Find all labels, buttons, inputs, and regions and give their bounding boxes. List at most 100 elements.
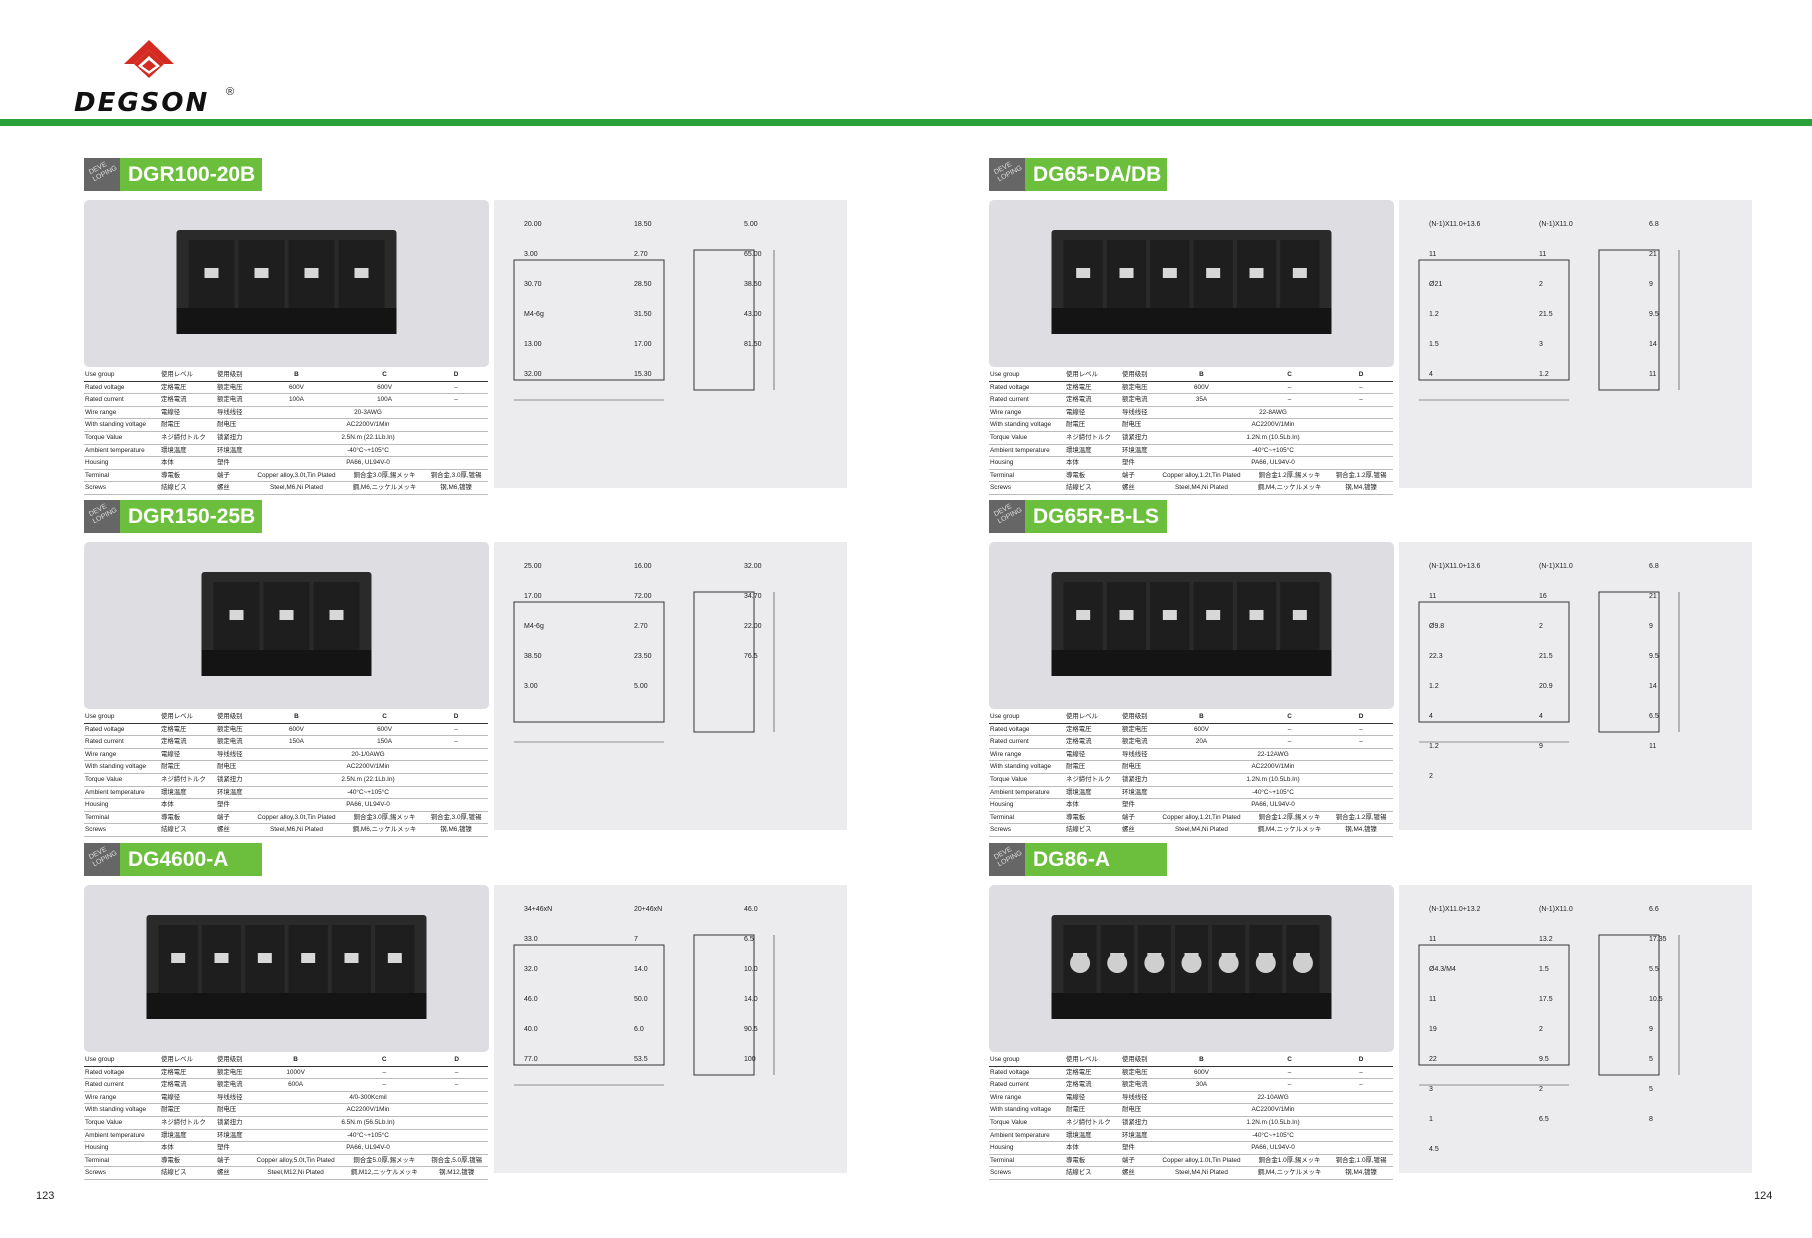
spec-value: -40°C~+105°C [248,444,488,458]
dimension-label: (N-1)X11.0+13.2 [1429,906,1481,913]
dimension-label: 6.5 [1539,1116,1549,1123]
registered-mark: ® [226,86,235,98]
spec-value: 600V [1153,723,1250,737]
dimension-label: 3 [1429,1086,1433,1093]
spec-label-en: Use group [989,711,1065,724]
spec-value: 鋼,M4,ニッケルメッキ [1249,481,1330,495]
spec-label-jp: 環境温度 [1065,444,1121,458]
spec-label-jp: 定格電圧 [160,1066,216,1080]
spec-label-en: With standing voltage [84,1103,160,1117]
dimension-label: 2 [1539,1026,1543,1033]
dimension-label: Ø4.3/M4 [1429,966,1456,973]
spec-value: 35A [1153,393,1250,407]
spec-label-cn: 环境温度 [216,786,248,800]
spec-value: 铜合金,1.0厚,镀锡 [1329,1154,1393,1168]
spec-value: 22-10AWG [1153,1091,1393,1105]
dimension-label: 11 [1429,593,1436,600]
dimension-label: 2 [1539,281,1543,288]
spec-value: Steel,M6,Ni Plated [248,823,345,837]
product-photo [989,542,1394,709]
spec-value: AC2200V/1Min [1153,1103,1393,1117]
spec-value: 20A [1153,735,1250,749]
spec-label-en: With standing voltage [84,760,160,774]
col-b: B [1153,711,1250,724]
product-photo [989,200,1394,367]
spec-label-jp: 定格電圧 [1065,1066,1121,1080]
dimension-label: 2 [1429,773,1433,780]
dimension-label: 5 [1649,1086,1653,1093]
dimension-label: 9.5 [1539,1056,1549,1063]
dimension-label: 8 [1649,1116,1653,1123]
spec-label-cn: 导线线径 [1121,748,1153,762]
spec-value: 150A [344,735,425,749]
spec-label-jp: 環境温度 [1065,1129,1121,1143]
spec-value: PA66, UL94V-0 [1153,456,1393,470]
spec-label-en: Housing [989,456,1065,470]
spec-label-jp: 耐電圧 [1065,760,1121,774]
dimension-label: 3 [1539,341,1543,348]
spec-value: – [424,393,488,407]
dimension-label: 17.00 [634,341,652,348]
spec-label-en: Ambient temperature [84,444,160,458]
dimension-label: Ø21 [1429,281,1442,288]
spec-value: Copper alloy,5.0t,Tin Plated [248,1154,344,1168]
dimension-label: 5 [1649,1056,1653,1063]
spec-label-jp: ネジ締付トルク [1065,431,1121,445]
spec-label-jp: 本体 [160,1141,216,1155]
dimension-label: 9 [1649,623,1653,630]
spec-value: 鋼,M6,ニッケルメッキ [344,481,425,495]
spec-label-cn: 额定电压 [1121,723,1153,737]
dimension-label: 1.2 [1429,683,1439,690]
developing-badge-text: DEVE LOPING [88,161,119,184]
spec-value: 钢,M4,镀镍 [1329,1166,1393,1180]
product-photo-image [201,572,372,676]
spec-label-en: Use group [84,711,160,724]
product-photo-image [1051,915,1332,1019]
dimension-label: 50.0 [634,996,648,1003]
spec-label-cn: 使用级别 [1121,711,1153,724]
spec-value: 钢,M4,镀镍 [1329,823,1393,837]
spec-value: -40°C~+105°C [248,1129,488,1143]
spec-label-jp: 使用レベル [160,1054,216,1067]
spec-value: 鋼,M4,ニッケルメッキ [1249,823,1330,837]
col-c: C [343,1054,426,1067]
col-d: D [1329,1054,1393,1067]
dimension-label: 21.5 [1539,653,1553,660]
spec-label-en: Rated voltage [989,723,1065,737]
dimension-label: 14.0 [744,996,758,1003]
spec-label-en: Torque Value [989,773,1065,787]
spec-label-cn: 耐电压 [216,418,248,432]
page-number-left: 123 [36,1190,55,1202]
spec-label-jp: 使用レベル [1065,711,1121,724]
dimension-label: 34.70 [744,593,762,600]
spec-label-cn: 端子 [1121,1154,1153,1168]
dimension-label: 2.70 [634,251,648,258]
dimension-label: 5.00 [634,683,648,690]
spec-label-cn: 耐电压 [1121,418,1153,432]
dimension-label: 81.50 [744,341,762,348]
col-c: C [344,369,425,382]
spec-label-cn: 塑件 [1121,1141,1153,1155]
developing-badge: DEVE LOPING [989,843,1025,876]
dimension-label: 22.00 [744,623,762,630]
spec-value: 铜合金,5.0厚,镀锡 [425,1154,488,1168]
spec-value: 銅合金1.2厚,錫メッキ [1249,811,1330,825]
spec-label-cn: 端子 [216,469,248,483]
dimension-label: 14.0 [634,966,648,973]
